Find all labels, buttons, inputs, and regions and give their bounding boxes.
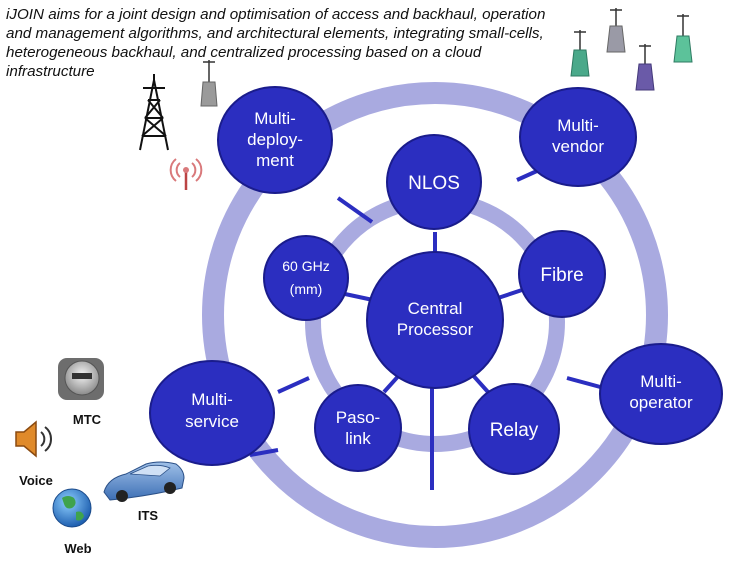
multi-operator-label-2: operator xyxy=(629,393,693,412)
voice-label: Voice xyxy=(19,473,53,488)
globe-icon xyxy=(52,488,92,528)
intro-line-1: iJOIN aims for a joint design and optimi… xyxy=(6,6,546,23)
intro-line-2: and management algorithms, and architect… xyxy=(6,25,544,42)
multi-deployment-label-1: Multi- xyxy=(254,109,296,128)
pasolink-label-1: Paso- xyxy=(336,408,380,427)
relay-label: Relay xyxy=(490,420,539,441)
mtc-label: MTC xyxy=(73,412,102,427)
outer-spokes xyxy=(249,164,605,457)
multi-vendor-label-1: Multi- xyxy=(557,116,599,135)
cell-tower-icon xyxy=(139,74,169,151)
ghz60-label-2: (mm) xyxy=(290,281,323,297)
small-cell-antenna-icon xyxy=(200,60,218,107)
ghz60-node: 60 GHz (mm) xyxy=(263,235,349,321)
pasolink-label-2: link xyxy=(345,429,371,448)
multi-deployment-node: Multi- deploy- ment xyxy=(217,86,333,194)
signal-waves-icon xyxy=(169,158,203,190)
intro-text: iJOIN aims for a joint design and optimi… xyxy=(6,5,606,81)
relay-node: Relay xyxy=(468,383,560,475)
outer-ring xyxy=(202,82,668,548)
multi-vendor-node: Multi- vendor xyxy=(519,87,637,187)
car-icon xyxy=(103,461,185,502)
smart-meter-icon xyxy=(58,358,104,400)
multi-operator-node: Multi- operator xyxy=(599,343,723,445)
pasolink-node: Paso- link xyxy=(314,384,402,472)
central-processor-node: Central Processor xyxy=(366,251,504,389)
nlos-label: NLOS xyxy=(408,173,460,194)
small-cell-antenna-icon xyxy=(606,8,626,53)
multi-vendor-label-2: vendor xyxy=(552,137,604,156)
small-cell-antenna-icon xyxy=(673,14,693,63)
central-processor-label-2: Processor xyxy=(397,320,474,339)
small-cell-antenna-icon xyxy=(635,44,655,91)
fibre-node: Fibre xyxy=(518,230,606,318)
multi-service-node: Multi- service xyxy=(149,360,275,466)
multi-deployment-label-3: ment xyxy=(256,151,294,170)
its-label: ITS xyxy=(138,508,159,523)
small-cell-antenna-icon xyxy=(570,30,590,77)
multi-service-label-2: service xyxy=(185,412,239,431)
central-processor-label-1: Central xyxy=(408,299,463,318)
web-label: Web xyxy=(64,541,91,556)
intro-line-3: heterogeneous backhaul, and centralized … xyxy=(6,44,482,61)
nlos-node: NLOS xyxy=(386,134,482,230)
intro-line-4: infrastructure xyxy=(6,63,95,80)
ghz60-label-1: 60 GHz xyxy=(282,258,329,274)
multi-service-label-1: Multi- xyxy=(191,390,233,409)
speaker-icon xyxy=(15,420,52,458)
multi-operator-label-1: Multi- xyxy=(640,372,682,391)
fibre-label: Fibre xyxy=(540,265,583,286)
multi-deployment-label-2: deploy- xyxy=(247,130,303,149)
